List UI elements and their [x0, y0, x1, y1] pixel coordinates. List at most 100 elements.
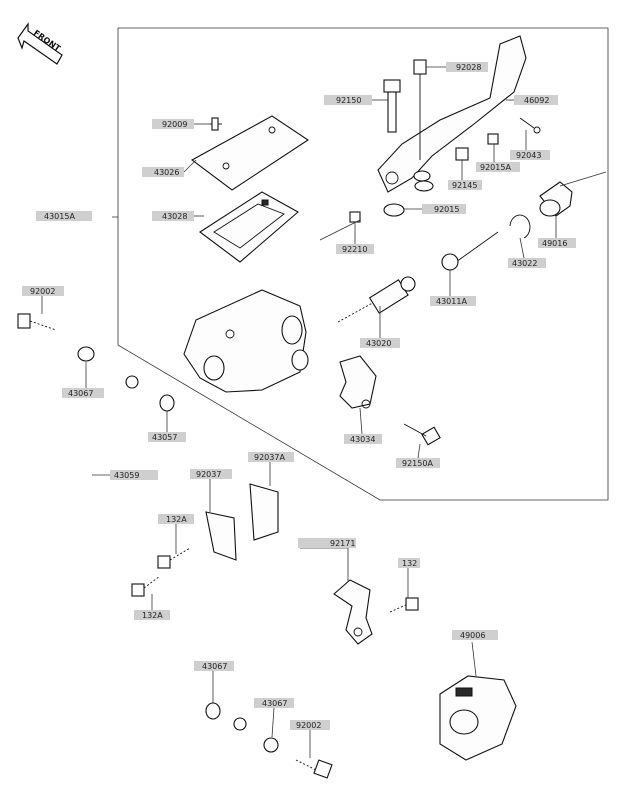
label-132A-a: 132A: [158, 514, 194, 524]
label-49016: 49016: [538, 238, 576, 248]
part-number-text: 92002: [296, 721, 321, 730]
part-number-text: 92015A: [480, 163, 511, 172]
label-92037A: 92037A: [248, 452, 294, 462]
hose-clamp-92037a-part: [249, 483, 279, 541]
master-cylinder-body-part: [183, 289, 309, 393]
part-number-text: 92028: [456, 63, 481, 72]
label-43015A: 43015A: [36, 211, 92, 221]
piston-assembly-part: [337, 276, 416, 323]
part-number-text: 43067: [202, 662, 227, 671]
label-92210: 92210: [336, 244, 374, 254]
nut-92015a-part: [487, 133, 499, 145]
label-92002-top: 92002: [22, 286, 64, 296]
banjo-bolt-top-part: [17, 313, 57, 331]
label-46092: 46092: [514, 95, 558, 105]
part-number-text: 43057: [152, 433, 177, 442]
label-92009: 92009: [152, 119, 194, 129]
label-43022: 43022: [508, 258, 546, 268]
label-43011A: 43011A: [430, 296, 476, 306]
push-rod-part: [441, 231, 499, 271]
part-number-text: 132: [402, 559, 417, 568]
spacer-92145-part: [455, 147, 469, 161]
clutch-hose-part: [84, 375, 254, 731]
label-43059: 43059: [110, 470, 158, 480]
label-43034: 43034: [344, 434, 382, 444]
label-92028: 92028: [446, 62, 488, 72]
label-132: 132: [398, 558, 420, 568]
part-number-text: 46092: [524, 96, 549, 105]
part-number-text: 92171: [330, 539, 355, 548]
part-number-text: 43059: [114, 471, 139, 480]
front-arrow-icon: FRONT: [17, 22, 63, 65]
label-92037: 92037: [190, 469, 232, 479]
label-92150: 92150: [324, 95, 372, 105]
label-92145: 92145: [448, 180, 482, 190]
part-number-text: 92043: [516, 151, 541, 160]
part-number-text: 92145: [452, 181, 477, 190]
part-number-text: 43022: [512, 259, 537, 268]
part-number-text: 43026: [154, 168, 179, 177]
label-43028: 43028: [152, 211, 194, 221]
label-92171: 92171: [298, 538, 356, 548]
part-number-text: 132A: [166, 515, 187, 524]
part-number-text: 43067: [262, 699, 287, 708]
banjo-bolt-bottom-part: [295, 759, 333, 779]
hose-clamp-92037-part: [205, 511, 237, 561]
nut-92015-part: [383, 203, 405, 217]
part-number-text: 49016: [542, 239, 567, 248]
hose-bracket-part: [333, 579, 373, 645]
label-43057: 43057: [148, 432, 186, 442]
part-number-text: 92015: [434, 205, 459, 214]
clamp-holder-part: [339, 355, 377, 409]
part-number-text: 92150: [336, 96, 361, 105]
label-43067-b: 43067: [194, 661, 234, 671]
part-number-text: 132A: [142, 611, 163, 620]
diaphragm-part: [199, 191, 299, 263]
gasket-43067-top-part: [77, 346, 95, 362]
label-43067-c: 43067: [254, 698, 294, 708]
bolt-132-part: [389, 597, 419, 613]
reservoir-cap-part: [190, 115, 309, 191]
label-92015A: 92015A: [476, 162, 520, 172]
label-92015: 92015: [422, 204, 466, 214]
adjuster-bolt-part: [413, 59, 427, 160]
part-number-text: 92210: [342, 245, 367, 254]
part-number-text: 92037A: [254, 453, 285, 462]
part-number-text: 43028: [162, 212, 187, 221]
assembly-frame: [117, 27, 609, 501]
label-43067-a: 43067: [62, 388, 104, 398]
part-number-text: 92037: [196, 470, 221, 479]
part-number-text: 49006: [460, 631, 485, 640]
clamp-bolt-part: [403, 423, 441, 446]
bolt-132a-upper-part: [157, 547, 191, 569]
label-43026: 43026: [142, 167, 184, 177]
gasket-43067-mid-part: [205, 702, 221, 720]
part-number-text: 43015A: [44, 212, 75, 221]
label-43020: 43020: [360, 338, 400, 348]
part-number-text: 43011A: [436, 297, 467, 306]
gasket-43067-low-part: [263, 737, 279, 753]
cap-screw-part: [210, 117, 222, 131]
circlip-part: [509, 214, 531, 239]
label-92150A: 92150A: [396, 458, 440, 468]
label-92002-bot: 92002: [290, 720, 330, 730]
part-number-text: 43034: [350, 435, 375, 444]
part-number-text: 43020: [366, 339, 391, 348]
cotter-pin-part: [519, 117, 541, 134]
label-132A-b: 132A: [134, 610, 170, 620]
leader-lines: [41, 66, 607, 758]
clutch-lever-part: [377, 35, 527, 193]
label-92043: 92043: [510, 150, 550, 160]
label-49006: 49006: [452, 630, 498, 640]
clutch-cover-part: [439, 675, 517, 761]
part-number-text: 43067: [68, 389, 93, 398]
part-labels: 92028 92150 46092 92009 43026 43028 4301…: [22, 62, 576, 730]
part-number-text: 92002: [30, 287, 55, 296]
dust-boot-part: [539, 181, 573, 217]
bolt-132a-lower-part: [131, 575, 161, 597]
pivot-bolt-part: [383, 79, 401, 133]
gasket-43057-part: [159, 394, 175, 412]
part-number-text: 92009: [162, 120, 187, 129]
part-number-text: 92150A: [402, 459, 433, 468]
